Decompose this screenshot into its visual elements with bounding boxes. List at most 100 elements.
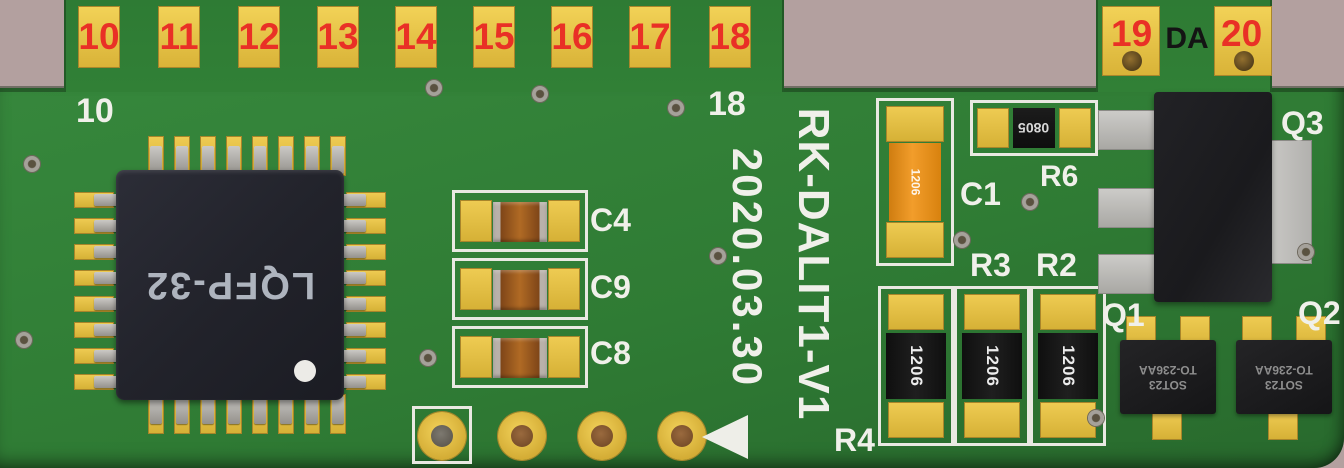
capacitor-c4: [452, 190, 588, 252]
mcu-pin-top-6: [280, 146, 292, 174]
resistor-1: 1206: [878, 286, 954, 446]
c1-pad-bottom: [886, 222, 944, 258]
mcu-pin-bottom-6: [280, 396, 292, 424]
mount-pad-2: [498, 412, 546, 460]
mcu-pin-right-6: [338, 324, 366, 336]
pad-finger-10: 10: [78, 6, 120, 68]
mcu-pin-right-2: [338, 220, 366, 232]
c1-marking: 1206: [907, 168, 922, 196]
board-edge: [1272, 86, 1344, 92]
pad-label-10: 10: [78, 16, 120, 57]
pad-finger-18: 18: [709, 6, 751, 68]
resistor-1-pad-top: [888, 294, 944, 330]
resistor-2-pad-top: [964, 294, 1020, 330]
resistor-r6: 0805: [970, 100, 1098, 156]
pad-20-hole: [1234, 51, 1254, 71]
label-r4: R4: [834, 422, 875, 458]
mcu-pin-right-7: [338, 350, 366, 362]
q2-marking: SOT23 TO-236AA: [1255, 362, 1313, 392]
mcu-pin-right-5: [338, 298, 366, 310]
pad-finger-17: 17: [629, 6, 671, 68]
resistor-1-marking: 1206: [906, 345, 926, 387]
resistor-3-pad-bottom: [1040, 402, 1096, 438]
mcu-pin-right-4: [338, 272, 366, 284]
pad-label-17: 17: [629, 16, 671, 57]
c8-pad-right: [548, 336, 580, 378]
mcu-pin-right-8: [338, 376, 366, 388]
label-q3: Q3: [1281, 105, 1324, 141]
silkscreen-da: DA: [1165, 22, 1209, 55]
mcu-pin-top-5: [254, 146, 266, 174]
board-edge: [0, 86, 64, 92]
c4-pad-left: [460, 200, 492, 242]
mcu-pin-top-3: [202, 146, 214, 174]
resistor-2: 1206: [954, 286, 1030, 446]
mcu-pin-left-6: [94, 324, 122, 336]
pad-finger-15: 15: [473, 6, 515, 68]
q3-pad-3: [1098, 254, 1156, 294]
mcu-pin-bottom-3: [202, 396, 214, 424]
resistor-3: 1206: [1030, 286, 1106, 446]
label-r3: R3: [970, 247, 1011, 283]
q1-marking: SOT23 TO-236AA: [1139, 362, 1197, 392]
pad-label-14: 14: [395, 16, 437, 57]
mcu-pin-bottom-5: [254, 396, 266, 424]
board-edge: [784, 86, 1096, 92]
mcu-pin-bottom-1: [150, 396, 162, 424]
c8-body: [493, 338, 547, 378]
capacitor-c9: [452, 258, 588, 320]
resistor-1-body: 1206: [886, 333, 946, 399]
resistor-2-pad-bottom: [964, 402, 1020, 438]
c9-body: [493, 270, 547, 310]
label-c9: C9: [590, 269, 631, 305]
pad-label-19: 19: [1111, 13, 1153, 54]
r6-pad-right: [1059, 108, 1091, 148]
resistor-3-body: 1206: [1038, 333, 1098, 399]
transistor-q2: SOT23 TO-236AA: [1236, 340, 1332, 414]
pin1-dot: [294, 360, 316, 382]
pad-label-16: 16: [551, 16, 593, 57]
mcu-pin-left-1: [94, 194, 122, 206]
mcu-pin-bottom-4: [228, 396, 240, 424]
pad-label-11: 11: [159, 16, 199, 57]
pad-label-20: 20: [1221, 13, 1263, 54]
pad-19-hole: [1122, 51, 1142, 71]
label-q1: Q1: [1102, 297, 1145, 333]
r6-body: 0805: [1013, 108, 1055, 148]
mcu-chip: LQFP-32: [116, 170, 344, 400]
orientation-triangle-marker: [702, 415, 748, 459]
c1-body: 1206: [889, 143, 941, 221]
resistor-3-pad-top: [1040, 294, 1096, 330]
resistor-3-marking: 1206: [1058, 345, 1078, 387]
mount-pad-1-hole: [431, 425, 453, 447]
resistor-2-body: 1206: [962, 333, 1022, 399]
pad-finger-19: 19: [1102, 6, 1160, 76]
mcu-pin-top-1: [150, 146, 162, 174]
pad-label-12: 12: [238, 16, 280, 57]
c9-pad-right: [548, 268, 580, 310]
mcu-pin-left-7: [94, 350, 122, 362]
mcu-pin-left-4: [94, 272, 122, 284]
q2-marking-line1: SOT23: [1264, 378, 1303, 392]
q1-marking-line1: SOT23: [1148, 378, 1187, 392]
pad-finger-14: 14: [395, 6, 437, 68]
mcu-pin-top-8: [332, 146, 344, 174]
r6-pad-left: [977, 108, 1009, 148]
resistor-1-pad-bottom: [888, 402, 944, 438]
pad-label-13: 13: [317, 16, 359, 57]
q1-pad-3: [1152, 412, 1182, 440]
pad-finger-12: 12: [238, 6, 280, 68]
label-c8: C8: [590, 335, 631, 371]
label-q2: Q2: [1298, 295, 1341, 331]
mcu-pin-right-3: [338, 246, 366, 258]
capacitor-c1: 1206: [876, 98, 954, 266]
label-c4: C4: [590, 202, 631, 238]
pad-finger-20: 20: [1214, 6, 1272, 76]
label-r6: R6: [1040, 160, 1079, 193]
capacitor-c8: [452, 326, 588, 388]
mcu-pin-bottom-8: [332, 396, 344, 424]
r6-marking: 0805: [1018, 120, 1050, 136]
mcu-pin-top-7: [306, 146, 318, 174]
